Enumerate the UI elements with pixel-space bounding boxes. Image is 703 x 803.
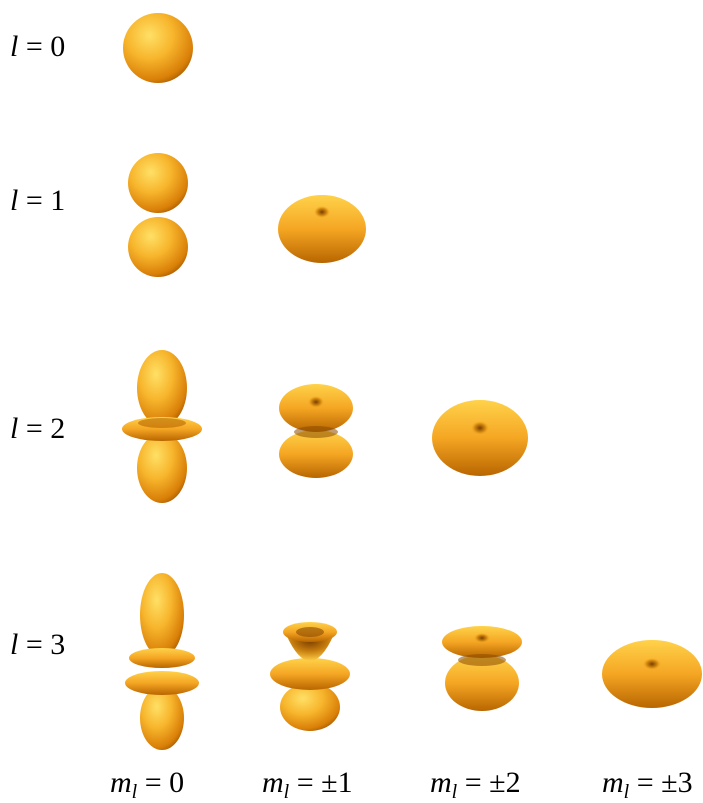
orbital-l3-m0 — [125, 573, 199, 750]
orbital-l3-m1 — [270, 622, 350, 731]
orbital-l2-m1 — [279, 384, 353, 478]
orbital-l0-m0 — [123, 13, 193, 83]
orbital-l1-m0 — [128, 153, 188, 277]
orbital-l2-m2 — [432, 400, 528, 476]
orbital-l1-m1 — [278, 195, 366, 263]
orbital-l3-m3 — [602, 640, 702, 708]
orbital-l3-m2 — [442, 626, 522, 711]
orbital-l2-m0 — [122, 350, 202, 503]
